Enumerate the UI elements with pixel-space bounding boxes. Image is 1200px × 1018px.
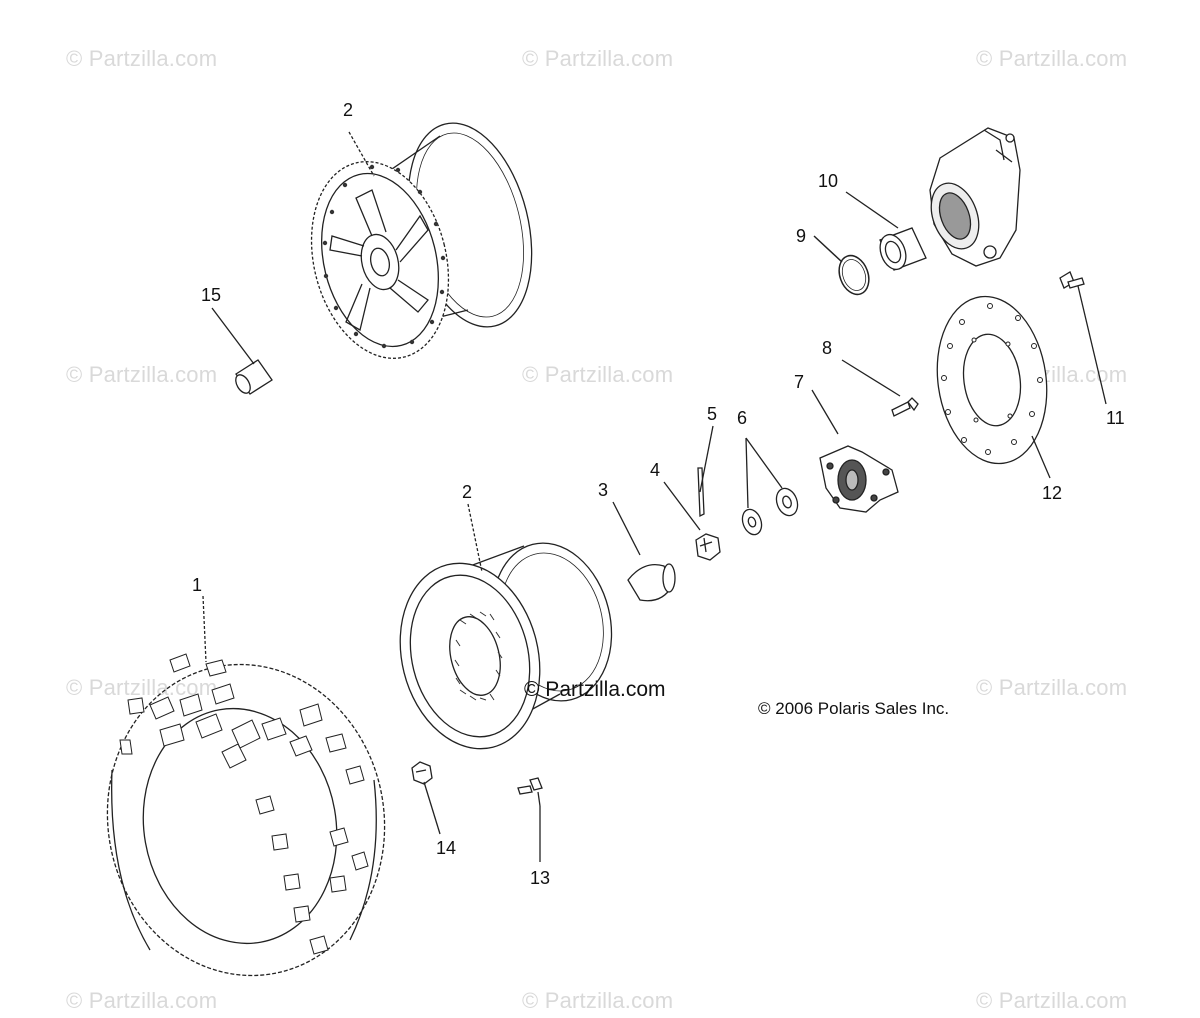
lug-nut (411, 761, 441, 835)
watermark: © Partzilla.com (522, 362, 674, 387)
callout-3: 3 (598, 480, 609, 500)
stud-spacer (211, 307, 273, 395)
callout-11: 11 (1106, 408, 1125, 428)
callout-1: 1 (192, 575, 203, 595)
callout-9: 9 (796, 226, 807, 246)
watermark: © Partzilla.com (66, 988, 218, 1013)
callout-6: 6 (737, 408, 748, 428)
knuckle-housing (929, 127, 1021, 267)
tire (106, 595, 386, 977)
watermark: © Partzilla.com (66, 46, 218, 71)
brake-disc-bolt (1059, 271, 1107, 405)
wheel-hub (811, 389, 899, 513)
watermark: © Partzilla.com (522, 988, 674, 1013)
hub-bolt (841, 359, 919, 417)
bearing (845, 191, 927, 271)
callout-7: 7 (794, 372, 805, 392)
upper-wheel-rim (310, 122, 533, 359)
watermark: © Partzilla.com (976, 988, 1128, 1013)
callout-10: 10 (818, 171, 839, 191)
valve-stem (517, 777, 543, 862)
callout-5: 5 (707, 404, 718, 424)
callout-8: 8 (822, 338, 833, 358)
callout-14: 14 (436, 838, 457, 858)
castle-nut (663, 481, 721, 561)
center-watermark: © Partzilla.com (524, 678, 666, 701)
brake-disc (936, 295, 1051, 479)
washer (741, 437, 799, 536)
callout-4: 4 (650, 460, 661, 480)
retaining-ring (813, 235, 870, 296)
watermark: © Partzilla.com (976, 675, 1128, 700)
callout-2: 2 (343, 100, 354, 120)
copyright-text: © 2006 Polaris Sales Inc. (758, 699, 950, 718)
callout-12: 12 (1042, 483, 1063, 503)
callout-2: 2 (462, 482, 473, 502)
watermark: © Partzilla.com (522, 46, 674, 71)
watermark: © Partzilla.com (976, 46, 1128, 71)
callout-15: 15 (201, 285, 222, 305)
hub-cap (612, 501, 676, 602)
cotter-pin (697, 425, 714, 518)
callout-13: 13 (530, 868, 551, 888)
watermark: © Partzilla.com (66, 362, 218, 387)
lower-wheel-rim (399, 503, 613, 750)
